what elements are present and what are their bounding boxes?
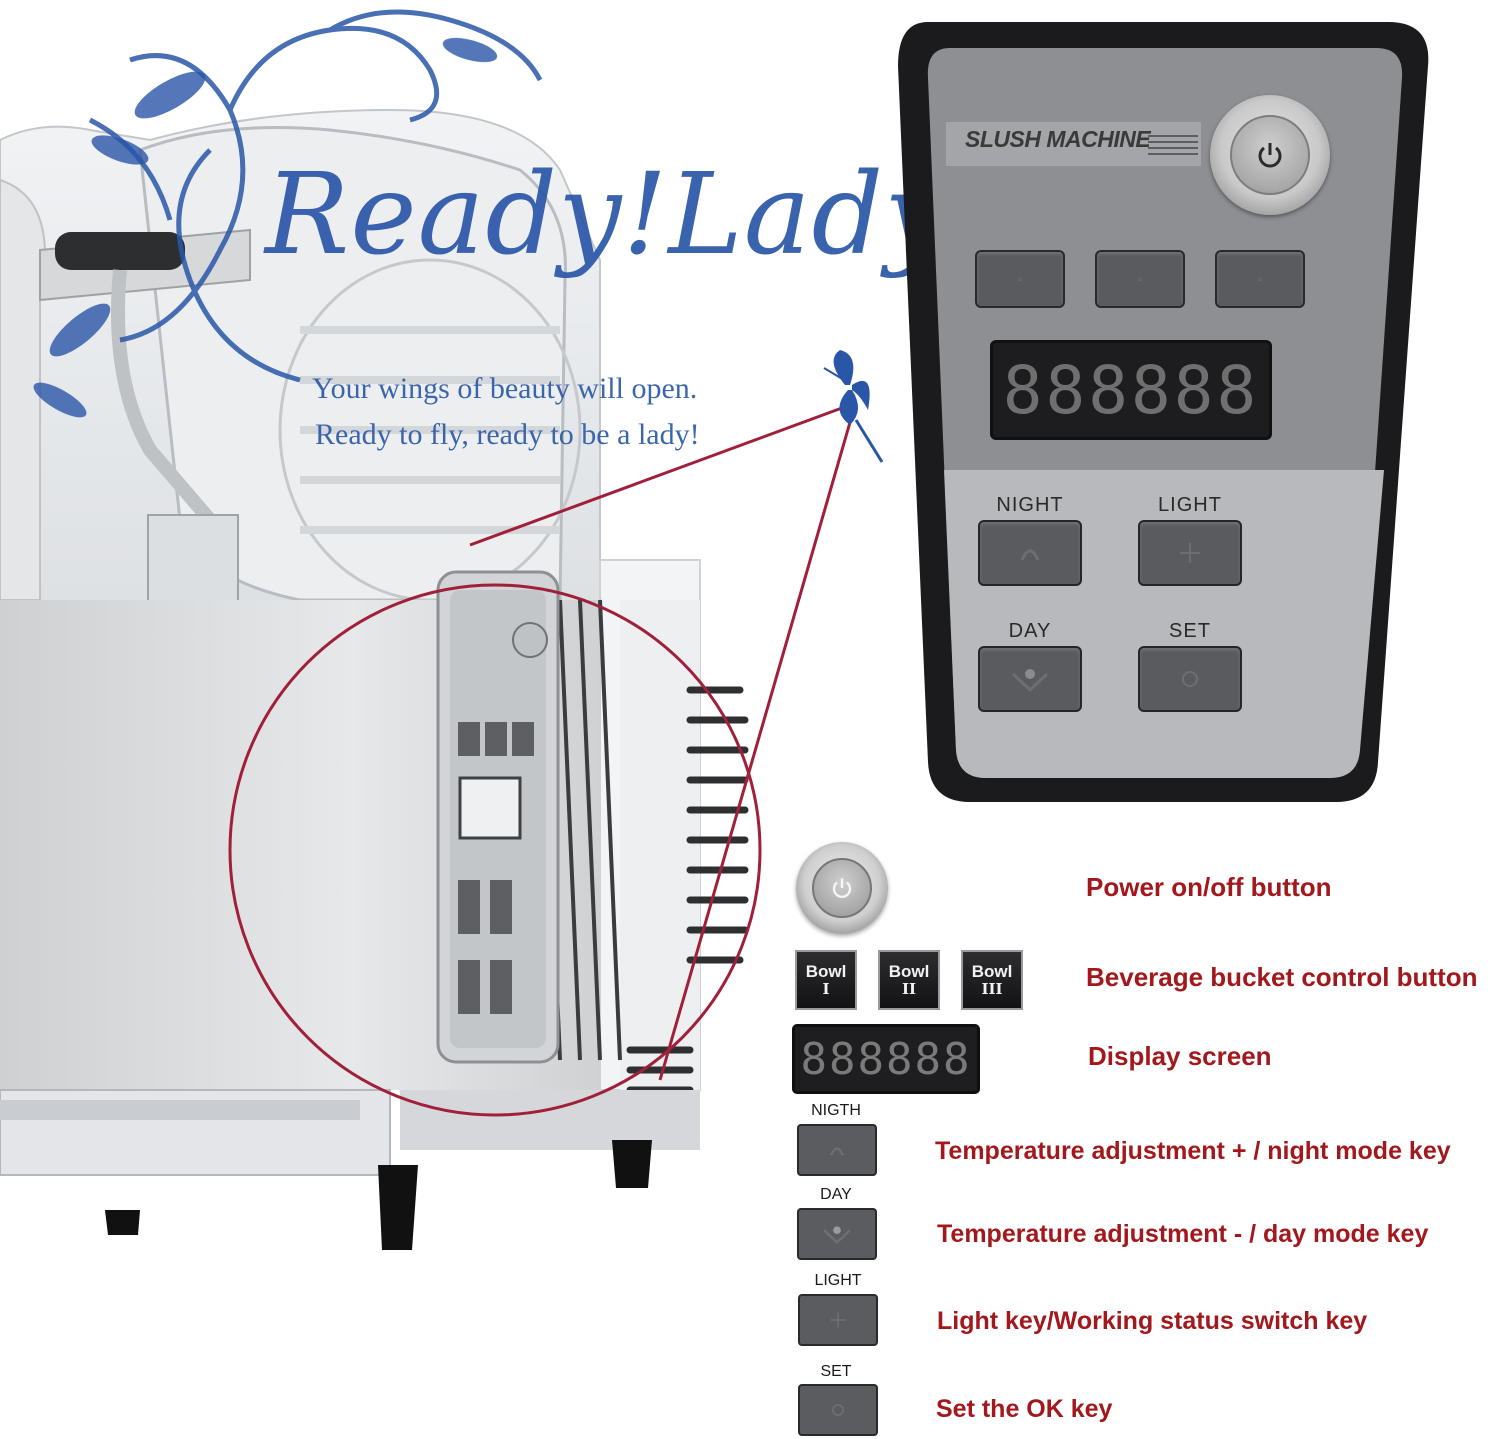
legend-set-text: Set the OK key <box>936 1395 1113 1423</box>
bowl-2-icon: ▫ <box>1137 272 1143 286</box>
moon-icon <box>1020 549 1040 561</box>
day-key[interactable] <box>978 646 1082 712</box>
legend-power-text: Power on/off button <box>1086 872 1332 902</box>
watermark-logo: Ready!Lady <box>265 150 949 280</box>
bowl-1-icon: ▫ <box>1017 272 1023 286</box>
legend-night-key <box>797 1124 877 1176</box>
legend-day-label: DAY <box>820 1186 852 1203</box>
legend-set-key <box>798 1384 878 1436</box>
legend-set-label: SET <box>820 1363 852 1380</box>
legend-night-text: Temperature adjustment + / night mode ke… <box>935 1137 1451 1165</box>
sun-icon <box>1011 669 1049 693</box>
legend-bowl-3: Bowl III <box>961 950 1023 1010</box>
set-icon <box>1182 671 1198 687</box>
legend-light-label: LIGHT <box>814 1272 862 1289</box>
power-icon <box>832 878 852 898</box>
legend-display-digits: 888888 <box>800 1033 972 1085</box>
display-digits: 888888 <box>1002 351 1260 429</box>
set-label: SET <box>1169 620 1211 642</box>
bowl-1-key[interactable]: ▫ <box>975 250 1065 308</box>
butterfly-icon <box>823 350 884 463</box>
light-icon <box>1180 543 1200 563</box>
light-label: LIGHT <box>1158 494 1222 516</box>
legend-light-key <box>798 1294 878 1346</box>
legend-night-label: NIGTH <box>811 1102 861 1119</box>
legend-light-text: Light key/Working status switch key <box>937 1307 1368 1335</box>
display-screen: 888888 <box>990 340 1272 440</box>
sun-icon <box>823 1226 851 1244</box>
legend-bowl-1: Bowl I <box>795 950 857 1010</box>
power-icon <box>1258 143 1282 168</box>
moon-icon <box>830 1147 844 1156</box>
legend-day-text: Temperature adjustment - / day mode key <box>937 1220 1429 1248</box>
light-key[interactable] <box>1138 520 1242 586</box>
night-key[interactable] <box>978 520 1082 586</box>
legend-display: 888888 <box>792 1024 980 1094</box>
set-key[interactable] <box>1138 646 1242 712</box>
legend-bowl-2: Bowl II <box>878 950 940 1010</box>
slush-machine-illustration <box>0 9 884 1250</box>
watermark-tagline-2: Ready to fly, ready to be a lady! <box>315 418 700 451</box>
brand-label: SLUSH MACHINE <box>965 126 1151 152</box>
watermark-tagline-1: Your wings of beauty will open. <box>312 372 698 405</box>
day-label: DAY <box>1008 620 1052 642</box>
legend-bowl-text: Beverage bucket control button <box>1086 962 1478 992</box>
bowl-2-key[interactable]: ▫ <box>1095 250 1185 308</box>
set-icon <box>832 1404 844 1416</box>
bowl-3-icon: ▫ <box>1257 272 1263 286</box>
night-label: NIGHT <box>996 494 1064 516</box>
legend-power-button <box>812 858 872 918</box>
legend-day-key <box>797 1208 877 1260</box>
legend-display-text: Display screen <box>1088 1041 1272 1071</box>
light-icon <box>830 1312 846 1328</box>
power-button[interactable] <box>1230 115 1310 195</box>
bowl-3-key[interactable]: ▫ <box>1215 250 1305 308</box>
